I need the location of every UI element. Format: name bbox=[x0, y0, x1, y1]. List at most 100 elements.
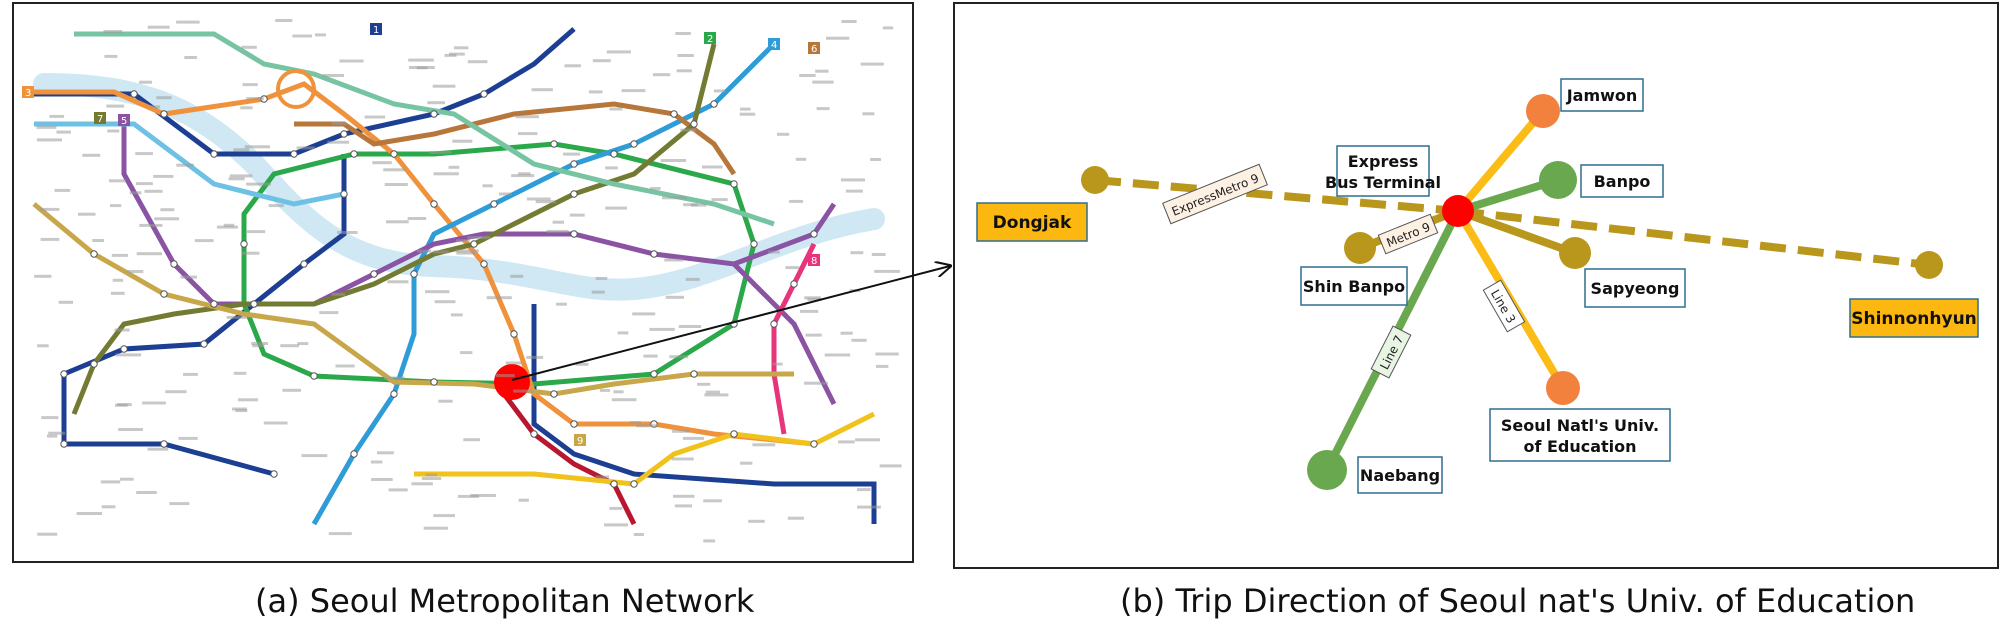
map-label-mark bbox=[683, 203, 698, 207]
map-label-mark bbox=[425, 473, 438, 477]
map-label-mark bbox=[46, 434, 58, 438]
map-label-mark bbox=[776, 132, 790, 136]
shinbundang-line bbox=[502, 392, 637, 526]
map-station-dot bbox=[60, 370, 68, 378]
map-label-mark bbox=[331, 121, 347, 125]
map-label-mark bbox=[226, 315, 247, 319]
map-label-mark bbox=[824, 353, 851, 357]
map-label-mark bbox=[740, 461, 753, 465]
map-station-dot bbox=[120, 345, 128, 353]
map-label-mark bbox=[126, 270, 144, 273]
map-station-dot bbox=[790, 280, 798, 288]
map-label-mark bbox=[384, 183, 408, 186]
map-label-mark bbox=[263, 421, 288, 425]
station-dot-express-bus-terminal bbox=[1442, 195, 1474, 227]
map-label-mark bbox=[526, 197, 551, 201]
map-label-mark bbox=[194, 239, 214, 243]
map-label-mark bbox=[165, 390, 187, 394]
station-dot-shinnonhyun bbox=[1915, 251, 1943, 279]
metro-line-1-south bbox=[531, 304, 877, 524]
map-label-mark bbox=[103, 30, 123, 33]
map-label-mark bbox=[383, 168, 406, 172]
map-label-mark bbox=[768, 250, 780, 254]
map-label-mark bbox=[660, 159, 686, 162]
map-station-dot bbox=[160, 110, 168, 118]
map-label-mark bbox=[606, 50, 631, 54]
map-label-mark bbox=[147, 25, 170, 29]
map-label-mark bbox=[452, 139, 473, 143]
map-station-dot bbox=[630, 480, 638, 488]
map-label-mark bbox=[139, 223, 163, 227]
map-label-mark bbox=[156, 96, 172, 100]
map-label-mark bbox=[100, 480, 121, 484]
map-label-mark bbox=[611, 398, 637, 402]
map-label-mark bbox=[857, 505, 881, 509]
metro-line-7 bbox=[71, 43, 717, 415]
station-dot-jamwon bbox=[1526, 94, 1560, 128]
map-label-mark bbox=[176, 20, 200, 24]
map-label-mark bbox=[331, 292, 346, 296]
map-label-mark bbox=[807, 297, 822, 301]
map-label-mark bbox=[678, 325, 702, 328]
map-label-mark bbox=[704, 393, 729, 397]
map-label-mark bbox=[682, 436, 704, 440]
map-label-mark bbox=[296, 146, 315, 150]
map-station-dot bbox=[430, 200, 438, 208]
map-label-mark bbox=[319, 311, 339, 315]
map-station-dot bbox=[160, 440, 168, 448]
map-label-mark bbox=[34, 274, 52, 278]
map-label-mark bbox=[705, 390, 721, 394]
map-label-mark bbox=[486, 296, 512, 300]
map-label-mark bbox=[104, 54, 118, 58]
map-label-mark bbox=[799, 74, 816, 77]
station-dot-shin-banpo bbox=[1344, 232, 1376, 264]
map-label-mark bbox=[546, 229, 569, 233]
map-label-mark bbox=[371, 478, 393, 481]
label-express-bus-terminal-line1: Express bbox=[1348, 152, 1419, 171]
map-label-mark bbox=[107, 129, 120, 133]
map-station-dot bbox=[250, 300, 258, 308]
map-station-dot bbox=[410, 270, 418, 278]
map-label-mark bbox=[591, 290, 605, 294]
map-label-mark bbox=[787, 516, 804, 520]
map-label-mark bbox=[240, 106, 253, 110]
map-label-mark bbox=[629, 421, 641, 425]
map-label-mark bbox=[552, 220, 564, 224]
map-label-mark bbox=[649, 327, 675, 331]
label-shin-banpo-text: Shin Banpo bbox=[1303, 277, 1405, 296]
label-shinnonhyun-text: Shinnonhyun bbox=[1851, 309, 1977, 329]
map-label-mark bbox=[37, 344, 49, 348]
map-label-mark bbox=[752, 443, 776, 447]
map-label-mark bbox=[233, 148, 250, 152]
map-station-dot bbox=[210, 150, 218, 158]
map-station-dot bbox=[430, 378, 438, 386]
map-label-mark bbox=[275, 19, 293, 22]
map-label-mark bbox=[816, 107, 830, 111]
map-label-mark bbox=[438, 399, 453, 403]
map-label-mark bbox=[36, 138, 62, 142]
map-label-mark bbox=[535, 200, 556, 204]
map-label-mark bbox=[564, 64, 581, 68]
map-station-dot bbox=[60, 440, 68, 448]
map-label-mark bbox=[252, 344, 265, 348]
map-label-mark bbox=[114, 328, 130, 332]
map-label-mark bbox=[467, 236, 491, 240]
map-label-mark bbox=[228, 177, 245, 181]
map-label-mark bbox=[518, 498, 529, 502]
map-label-mark bbox=[238, 398, 259, 402]
map-label-mark bbox=[882, 26, 894, 30]
map-label-mark bbox=[233, 371, 247, 375]
map-label-mark bbox=[409, 66, 435, 69]
map-label-mark bbox=[282, 388, 301, 392]
map-label-mark bbox=[556, 302, 567, 306]
map-label-mark bbox=[115, 353, 142, 357]
map-label-mark bbox=[605, 206, 627, 210]
label-shin-banpo: Shin Banpo bbox=[1300, 266, 1408, 306]
map-station-dot bbox=[90, 250, 98, 258]
metro-line-9 bbox=[32, 202, 794, 397]
map-label-mark bbox=[815, 69, 829, 73]
label-shinnonhyun: Shinnonhyun bbox=[1849, 298, 1979, 338]
map-label-mark bbox=[150, 105, 161, 109]
label-express-bus-terminal: Express Bus Terminal bbox=[1325, 145, 1441, 197]
map-label-mark bbox=[609, 506, 623, 510]
